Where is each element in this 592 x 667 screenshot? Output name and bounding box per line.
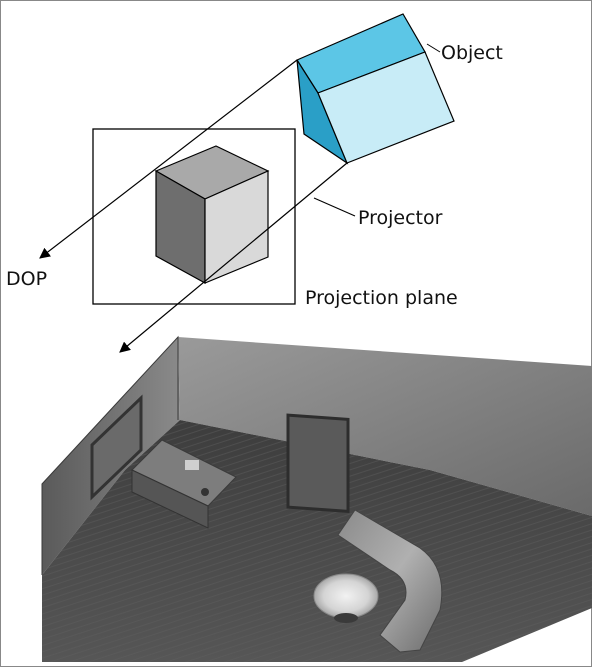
projector-label: Projector [358, 207, 443, 229]
projection-plane-label: Projection plane [305, 287, 458, 309]
sofa [337, 509, 443, 653]
projected-cube-right-face [204, 170, 269, 284]
object-front-face [317, 51, 455, 164]
room-back-wall [178, 337, 592, 516]
dop-arrow [39, 59, 298, 259]
coffee-table-base [334, 613, 358, 623]
room-illustration [41, 335, 592, 662]
object-box [296, 13, 455, 165]
object-leader [426, 43, 441, 53]
projected-cube [154, 145, 270, 285]
desk-front [131, 469, 209, 529]
projector-arrow [119, 162, 348, 353]
projector-leader [313, 197, 356, 217]
desk-lamp [201, 488, 209, 496]
room-edges [41, 335, 179, 575]
dop-label: DOP [6, 268, 47, 290]
object-label: Object [441, 42, 503, 64]
desk-items [185, 460, 199, 470]
back-wall-picture [286, 413, 350, 513]
coffee-table [313, 573, 379, 619]
left-wall-picture [90, 394, 143, 501]
